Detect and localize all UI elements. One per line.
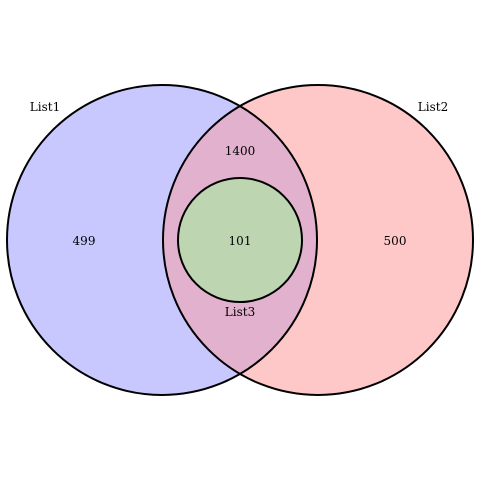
list2-label: List2 [418, 100, 448, 114]
list2-circle-outline [162, 84, 474, 396]
list1-list2-overlap-fill [163, 85, 317, 395]
list3-circle-fill [178, 178, 302, 302]
list2-only-count: 500 [384, 234, 407, 248]
list1-list2-only-count: 1400 [225, 144, 256, 158]
list1-only-count: 499 [73, 234, 96, 248]
list1-circle-outline [6, 84, 318, 396]
list1-label: List1 [30, 100, 60, 114]
list3-circle-outline [177, 177, 303, 303]
list3-label: List3 [225, 305, 255, 319]
all-three-count: 101 [229, 234, 252, 248]
